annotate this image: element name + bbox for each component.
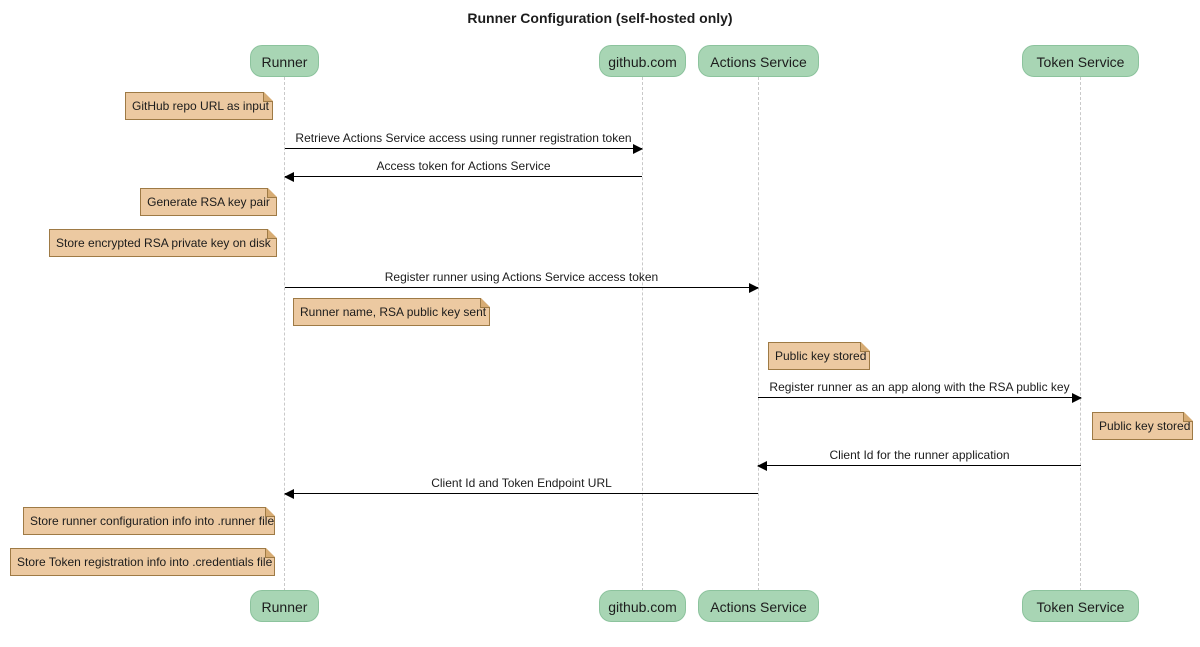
- note-generate-rsa-key: Generate RSA key pair: [140, 188, 277, 216]
- note-store-runner-file: Store runner configuration info into .ru…: [23, 507, 275, 535]
- participant-actions-service-bottom: Actions Service: [698, 590, 819, 622]
- participant-actions-service-top: Actions Service: [698, 45, 819, 77]
- arrowhead-icon: [749, 283, 759, 293]
- message-label: Register runner using Actions Service ac…: [384, 270, 659, 284]
- arrowhead-icon: [284, 172, 294, 182]
- diagram-title: Runner Configuration (self-hosted only): [467, 10, 733, 26]
- note-public-key-stored-token: Public key stored: [1092, 412, 1193, 440]
- message-access-token: Access token for Actions Service: [284, 159, 642, 182]
- note-runner-name-sent: Runner name, RSA public key sent: [293, 298, 490, 326]
- message-label: Client Id and Token Endpoint URL: [431, 476, 612, 490]
- note-public-key-stored-actions: Public key stored: [768, 342, 870, 370]
- arrowhead-icon: [633, 144, 643, 154]
- arrow-left-icon: [757, 461, 1081, 471]
- note-store-private-key: Store encrypted RSA private key on disk: [49, 229, 277, 257]
- participant-runner-top: Runner: [250, 45, 319, 77]
- arrow-left-icon: [284, 489, 758, 499]
- arrowhead-icon: [1072, 393, 1082, 403]
- message-label: Retrieve Actions Service access using ru…: [295, 131, 632, 145]
- message-retrieve-actions-access: Retrieve Actions Service access using ru…: [285, 131, 643, 154]
- lifeline-runner: [284, 77, 285, 591]
- message-client-id-runner-app: Client Id for the runner application: [757, 448, 1081, 471]
- participant-github-top: github.com: [599, 45, 686, 77]
- note-store-credentials-file: Store Token registration info into .cred…: [10, 548, 275, 576]
- lifeline-github: [642, 77, 643, 591]
- message-register-runner: Register runner using Actions Service ac…: [285, 270, 759, 293]
- lifeline-actions-service: [758, 77, 759, 591]
- note-github-repo-url: GitHub repo URL as input: [125, 92, 273, 120]
- message-label: Access token for Actions Service: [376, 159, 551, 173]
- message-label: Client Id for the runner application: [829, 448, 1010, 462]
- arrow-right-icon: [285, 283, 759, 293]
- arrow-right-icon: [285, 144, 643, 154]
- participant-github-bottom: github.com: [599, 590, 686, 622]
- message-register-runner-app: Register runner as an app along with the…: [758, 380, 1082, 403]
- arrow-left-icon: [284, 172, 642, 182]
- message-label: Register runner as an app along with the…: [769, 380, 1070, 394]
- arrow-right-icon: [758, 393, 1082, 403]
- arrowhead-icon: [284, 489, 294, 499]
- participant-token-service-bottom: Token Service: [1022, 590, 1139, 622]
- lifeline-token-service: [1080, 77, 1081, 591]
- arrowhead-icon: [757, 461, 767, 471]
- message-client-id-endpoint: Client Id and Token Endpoint URL: [284, 476, 758, 499]
- participant-runner-bottom: Runner: [250, 590, 319, 622]
- participant-token-service-top: Token Service: [1022, 45, 1139, 77]
